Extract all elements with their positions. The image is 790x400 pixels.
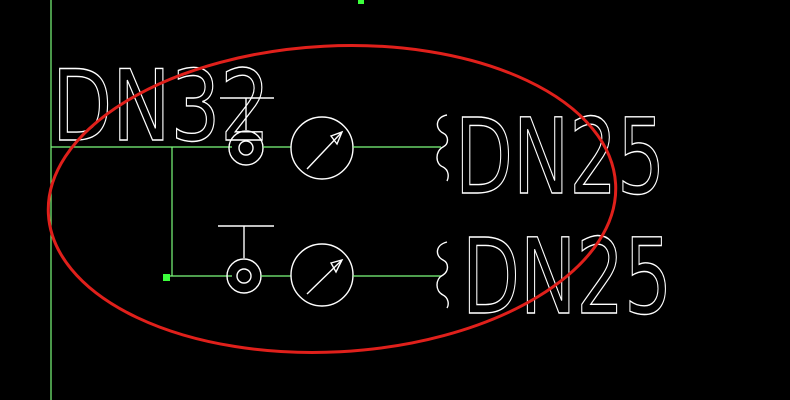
meter-lower[interactable] [290, 243, 354, 307]
markup-ellipse[interactable] [40, 31, 623, 366]
branch-grip[interactable] [163, 274, 170, 281]
flexible-joint-upper[interactable] [436, 114, 449, 182]
main-pipe-size-label[interactable]: DN32 [51, 49, 270, 164]
top-grip[interactable] [358, 0, 364, 4]
upper-branch-size-label[interactable]: DN25 [454, 95, 665, 218]
valve-upper[interactable] [220, 97, 274, 166]
valve-lower[interactable] [218, 225, 274, 294]
meter-upper[interactable] [290, 116, 354, 180]
flexible-joint-lower[interactable] [436, 241, 449, 309]
